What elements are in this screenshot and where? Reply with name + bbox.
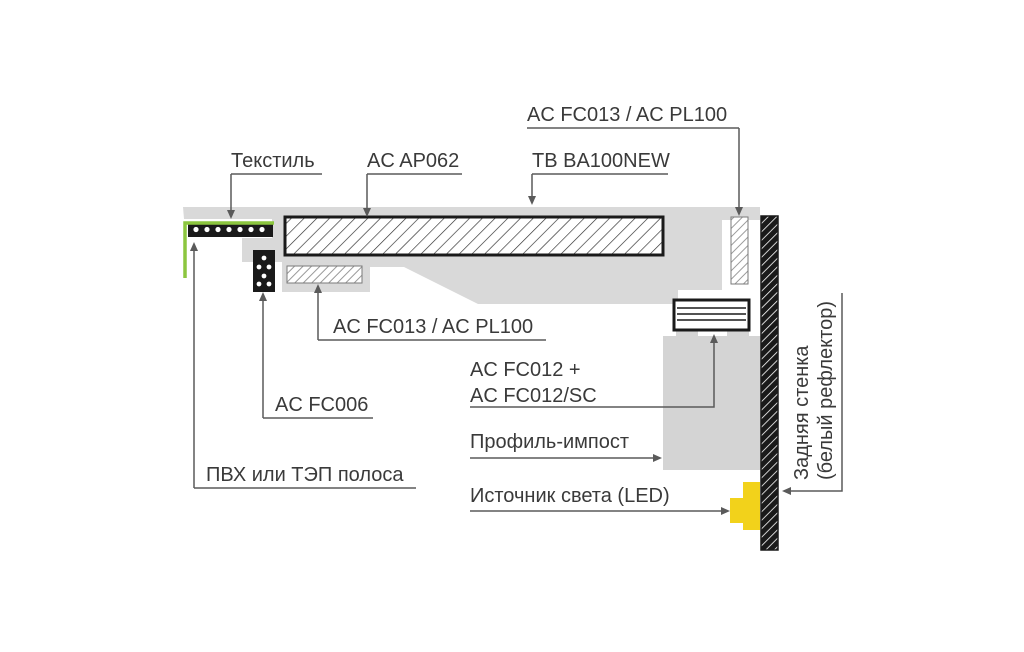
label-mullion: Профиль-импост (470, 431, 629, 453)
label-back-wall-line1: Задняя стенка (791, 345, 813, 480)
pvc-strip (183, 221, 274, 278)
fc012-lines (677, 307, 746, 321)
mullion-block (663, 336, 762, 470)
led-light-source (730, 482, 760, 530)
label-fc012-line1: AC FC012 + (470, 359, 581, 381)
fc012-tab-left (676, 330, 698, 338)
textile-dots (193, 226, 265, 233)
fc012-tab-right (727, 330, 749, 338)
fc013-lower-element (286, 265, 363, 284)
label-back-wall: Задняя стенка (белый рефлектор) (791, 301, 837, 480)
label-textile: Текстиль (231, 150, 315, 172)
fc006-dots (256, 255, 272, 287)
fc013-upper-element (730, 216, 749, 285)
fc012-element (672, 298, 751, 332)
label-fc013-bottom: AC FC013 / AC PL100 (333, 316, 533, 338)
label-fc006: AC FC006 (275, 394, 368, 416)
label-fc012-line2: AC FC012/SC (470, 385, 597, 407)
ap062-insert (283, 215, 665, 257)
fc006-element (253, 250, 275, 292)
back-wall (760, 215, 779, 551)
label-pvc-strip: ПВХ или ТЭП полоса (206, 464, 404, 486)
label-back-wall-line2: (белый рефлектор) (815, 301, 837, 480)
label-ap062: AC AP062 (367, 150, 459, 172)
label-ba100new: TB BA100NEW (532, 150, 670, 172)
label-led: Источник света (LED) (470, 485, 670, 507)
label-fc013-top: AC FC013 / AC PL100 (527, 104, 727, 126)
leader-lines (190, 127, 843, 515)
